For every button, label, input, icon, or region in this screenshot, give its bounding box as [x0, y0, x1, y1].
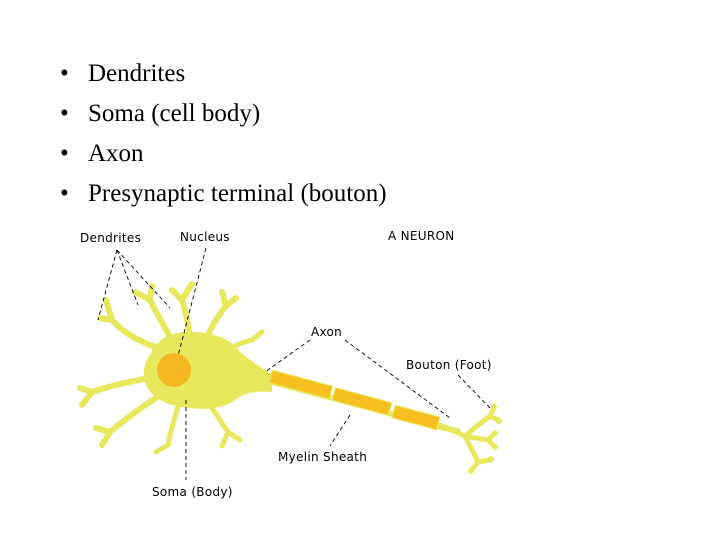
label-nucleus: Nucleus	[180, 230, 230, 244]
label-dendrites: Dendrites	[80, 231, 141, 245]
label-title: A NEURON	[388, 229, 455, 243]
nucleus	[157, 353, 191, 387]
bullet-terminal: •Presynaptic terminal (bouton)	[60, 174, 387, 214]
bullet-marker: •	[60, 100, 69, 127]
bullet-marker: •	[60, 60, 69, 87]
bullet-axon: •Axon	[60, 134, 387, 174]
soma-body	[143, 331, 272, 409]
bullet-list: •Dendrites •Soma (cell body) •Axon •Pres…	[60, 54, 387, 214]
label-myelin: Myelin Sheath	[278, 450, 367, 464]
bullet-soma: •Soma (cell body)	[60, 94, 387, 134]
myelin-segments	[268, 369, 441, 431]
label-leaders	[97, 247, 491, 480]
label-bouton: Bouton (Foot)	[406, 358, 492, 372]
label-soma: Soma (Body)	[152, 485, 233, 499]
bullet-dendrites: •Dendrites	[60, 54, 387, 94]
terminal-dots	[468, 404, 502, 474]
bullet-marker: •	[60, 140, 69, 167]
label-axon: Axon	[311, 325, 342, 339]
bullet-marker: •	[60, 180, 69, 207]
